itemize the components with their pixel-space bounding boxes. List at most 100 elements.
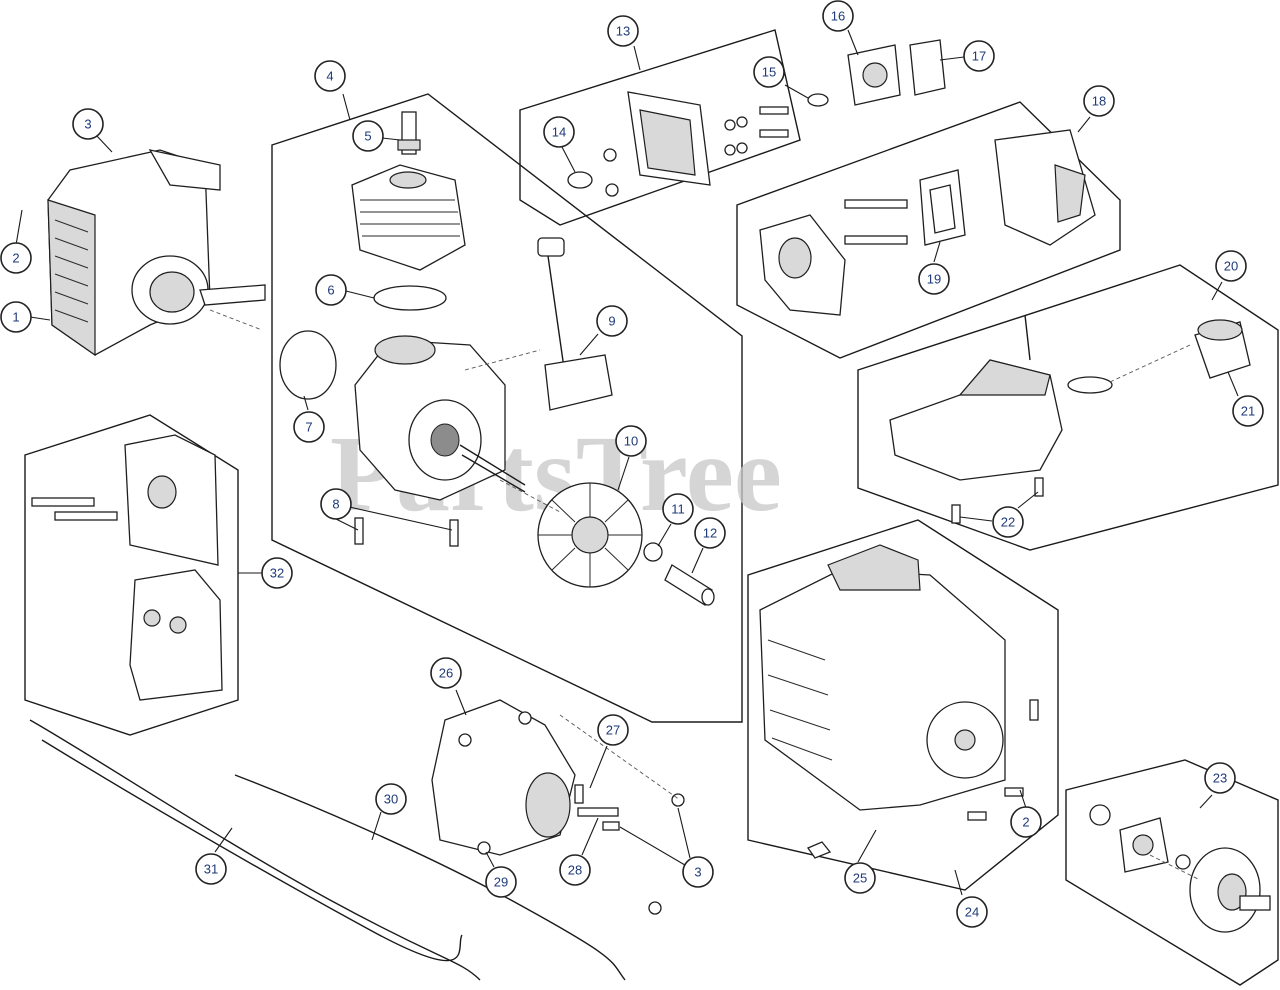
callout-26[interactable]: 26: [430, 657, 462, 689]
callout-14[interactable]: 14: [543, 116, 575, 148]
svg-text:1: 1: [12, 310, 19, 325]
tank-screws-part: [951, 477, 1044, 524]
filter-screws-part: [844, 199, 908, 245]
cylinder-part: [351, 164, 466, 271]
carb-gasket-part: [909, 39, 946, 96]
callout-2-right[interactable]: 2: [1010, 806, 1042, 838]
callout-30[interactable]: 30: [375, 783, 407, 815]
bolts-8-part: [354, 517, 459, 547]
group-frame-23: [1065, 759, 1279, 986]
group-frame-13: [519, 29, 801, 226]
svg-text:32: 32: [270, 566, 284, 581]
callout-23[interactable]: 23: [1204, 762, 1236, 794]
air-filter-base-part: [759, 214, 846, 316]
callout-2-left[interactable]: 2: [0, 242, 32, 274]
clutch-housing-part: [431, 699, 576, 856]
housing-screws-part: [477, 784, 685, 915]
callout-13[interactable]: 13: [607, 15, 639, 47]
callout-12[interactable]: 12: [694, 517, 726, 549]
callout-15[interactable]: 15: [753, 56, 785, 88]
starter-pawl-part: [807, 841, 832, 859]
ring-part: [807, 93, 829, 107]
heat-shield-part: [124, 434, 219, 566]
air-filter-cover-part: [994, 129, 1096, 246]
svg-text:2: 2: [12, 251, 19, 266]
svg-text:18: 18: [1092, 94, 1106, 109]
svg-text:5: 5: [364, 129, 371, 144]
group-frame-24: [747, 519, 1059, 891]
callout-6[interactable]: 6: [315, 274, 347, 306]
callout-11[interactable]: 11: [662, 493, 694, 525]
callout-9[interactable]: 9: [596, 305, 628, 337]
callout-7[interactable]: 7: [293, 411, 325, 443]
callout-8[interactable]: 8: [320, 488, 352, 520]
svg-text:15: 15: [762, 65, 776, 80]
callout-31[interactable]: 31: [195, 853, 227, 885]
svg-text:3: 3: [84, 117, 91, 132]
hardware-13-part: [603, 106, 789, 197]
svg-text:20: 20: [1224, 259, 1238, 274]
crankcase-part: [354, 335, 526, 501]
svg-text:13: 13: [616, 24, 630, 39]
group-frame-32: [24, 414, 239, 736]
svg-text:4: 4: [326, 69, 333, 84]
leader-lines: [15, 29, 1239, 896]
svg-text:31: 31: [204, 862, 218, 877]
svg-text:26: 26: [439, 666, 453, 681]
stop-cable-part: [29, 719, 481, 981]
svg-text:25: 25: [853, 871, 867, 886]
sleeve-part: [664, 564, 715, 606]
engine-shroud-part: [47, 149, 266, 357]
svg-text:9: 9: [608, 314, 615, 329]
callout-20[interactable]: 20: [1215, 250, 1247, 282]
svg-text:29: 29: [494, 875, 508, 890]
o-ring-part: [279, 330, 337, 400]
svg-text:14: 14: [552, 125, 566, 140]
callout-29[interactable]: 29: [485, 866, 517, 898]
svg-text:19: 19: [927, 272, 941, 287]
callout-28[interactable]: 28: [559, 854, 591, 886]
svg-text:22: 22: [1001, 515, 1015, 530]
svg-text:23: 23: [1213, 771, 1227, 786]
muffler-part: [129, 569, 223, 701]
callout-1[interactable]: 1: [0, 301, 32, 333]
callout-18[interactable]: 18: [1083, 85, 1115, 117]
flywheel-part: [537, 482, 643, 588]
callout-27[interactable]: 27: [597, 714, 629, 746]
cylinder-gasket-part: [373, 285, 447, 311]
svg-text:8: 8: [332, 497, 339, 512]
carburetor-part: [847, 44, 901, 106]
svg-text:27: 27: [606, 723, 620, 738]
callout-32[interactable]: 32: [261, 557, 293, 589]
callout-25[interactable]: 25: [844, 862, 876, 894]
svg-text:11: 11: [671, 502, 685, 517]
assembly-lines: [209, 309, 1201, 881]
callout-5[interactable]: 5: [352, 120, 384, 152]
callout-3-top[interactable]: 3: [72, 108, 104, 140]
bracket-part: [627, 91, 711, 186]
group-frame-20: [857, 264, 1279, 551]
throttle-lever-part: [537, 237, 613, 411]
svg-text:30: 30: [384, 792, 398, 807]
callout-3-bottom[interactable]: 3: [682, 856, 714, 888]
svg-text:12: 12: [703, 526, 717, 541]
callout-16[interactable]: 16: [822, 0, 854, 32]
svg-text:28: 28: [568, 863, 582, 878]
callout-24[interactable]: 24: [956, 896, 988, 928]
callout-22[interactable]: 22: [992, 506, 1024, 538]
callout-21[interactable]: 21: [1232, 395, 1264, 427]
air-filter-part: [919, 169, 966, 246]
callout-4[interactable]: 4: [314, 60, 346, 92]
svg-text:10: 10: [624, 434, 638, 449]
callout-19[interactable]: 19: [918, 263, 950, 295]
spark-plug-part: [397, 111, 421, 155]
starter-screws-part: [967, 699, 1039, 821]
group-frame-18: [736, 101, 1121, 359]
svg-text:3: 3: [694, 865, 701, 880]
clutch-washer-part: [1089, 804, 1111, 826]
callout-10[interactable]: 10: [615, 425, 647, 457]
callout-17[interactable]: 17: [963, 40, 995, 72]
svg-text:7: 7: [305, 420, 312, 435]
